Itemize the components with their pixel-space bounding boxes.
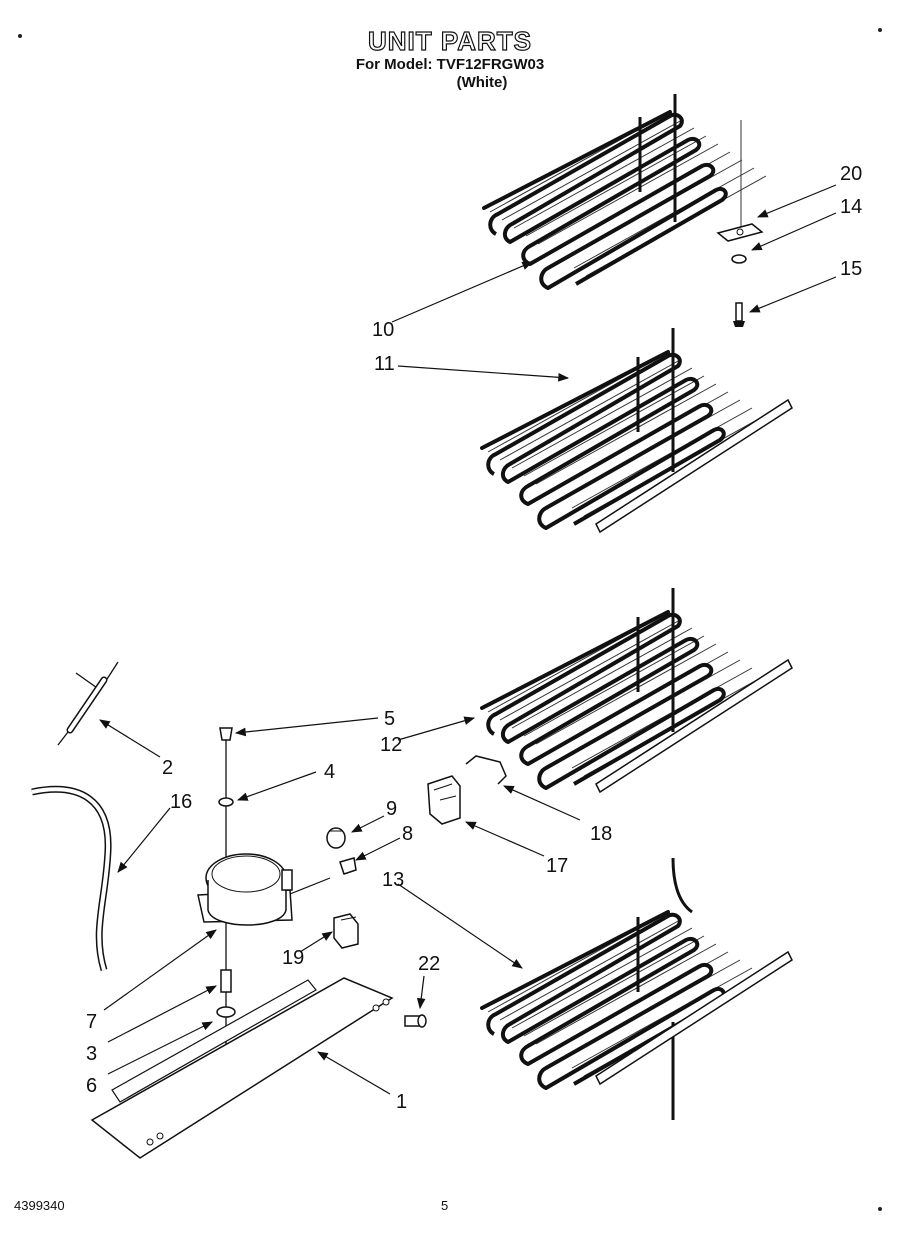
callout-12: 12	[380, 734, 402, 756]
compressor-base-plate	[90, 977, 394, 1159]
leader-lines	[99, 184, 837, 1095]
evaporator-coil-12	[480, 588, 793, 794]
corner-mark-bottom-right	[878, 1207, 882, 1211]
wire-clip	[465, 755, 507, 785]
model-subtitle: For Model: TVF12FRGW03	[355, 56, 545, 73]
callout-7: 7	[86, 1011, 97, 1033]
callout-5: 5	[384, 708, 395, 730]
evaporator-coil-13	[480, 857, 793, 1120]
callout-15: 15	[840, 258, 862, 280]
callout-13: 13	[382, 869, 404, 891]
refrigerant-tube-inner	[31, 787, 111, 971]
washer	[731, 254, 747, 264]
callout-19: 19	[282, 947, 304, 969]
compressor	[197, 853, 293, 926]
screw	[733, 302, 745, 327]
callout-11: 11	[374, 353, 395, 375]
capacitor	[333, 913, 359, 949]
refrigerant-tube	[31, 785, 112, 972]
page-number: 5	[441, 1198, 449, 1213]
callout-18: 18	[590, 823, 612, 845]
relay-bracket	[427, 775, 461, 825]
callout-17: 17	[546, 855, 568, 877]
callout-10: 10	[372, 319, 394, 341]
callout-9: 9	[386, 798, 397, 820]
capillary-tube	[57, 661, 119, 746]
page-title: UNIT PARTS	[367, 25, 533, 56]
callout-3: 3	[86, 1043, 97, 1065]
callout-6: 6	[86, 1075, 97, 1097]
mounting-bracket	[716, 120, 764, 242]
callout-16: 16	[170, 791, 192, 813]
title-block: UNIT PARTS For Model: TVF12FRGW03 (White…	[300, 25, 600, 92]
callout-1: 1	[396, 1091, 407, 1113]
callout-2: 2	[162, 757, 173, 779]
color-variant: (White)	[456, 74, 508, 91]
evaporator-coil-11	[480, 328, 793, 534]
document-number: 4399340	[14, 1198, 65, 1213]
callout-20: 20	[840, 163, 862, 185]
overload-protector	[326, 827, 346, 849]
evaporator-coil-10	[482, 94, 768, 290]
callout-22: 22	[418, 953, 440, 975]
corner-mark-top-right	[878, 28, 882, 32]
start-relay	[339, 857, 357, 875]
callout-8: 8	[402, 823, 413, 845]
callout-14: 14	[840, 196, 862, 218]
corner-mark-top-left	[18, 34, 22, 38]
callout-4: 4	[324, 761, 335, 783]
base-screw	[404, 1014, 427, 1028]
